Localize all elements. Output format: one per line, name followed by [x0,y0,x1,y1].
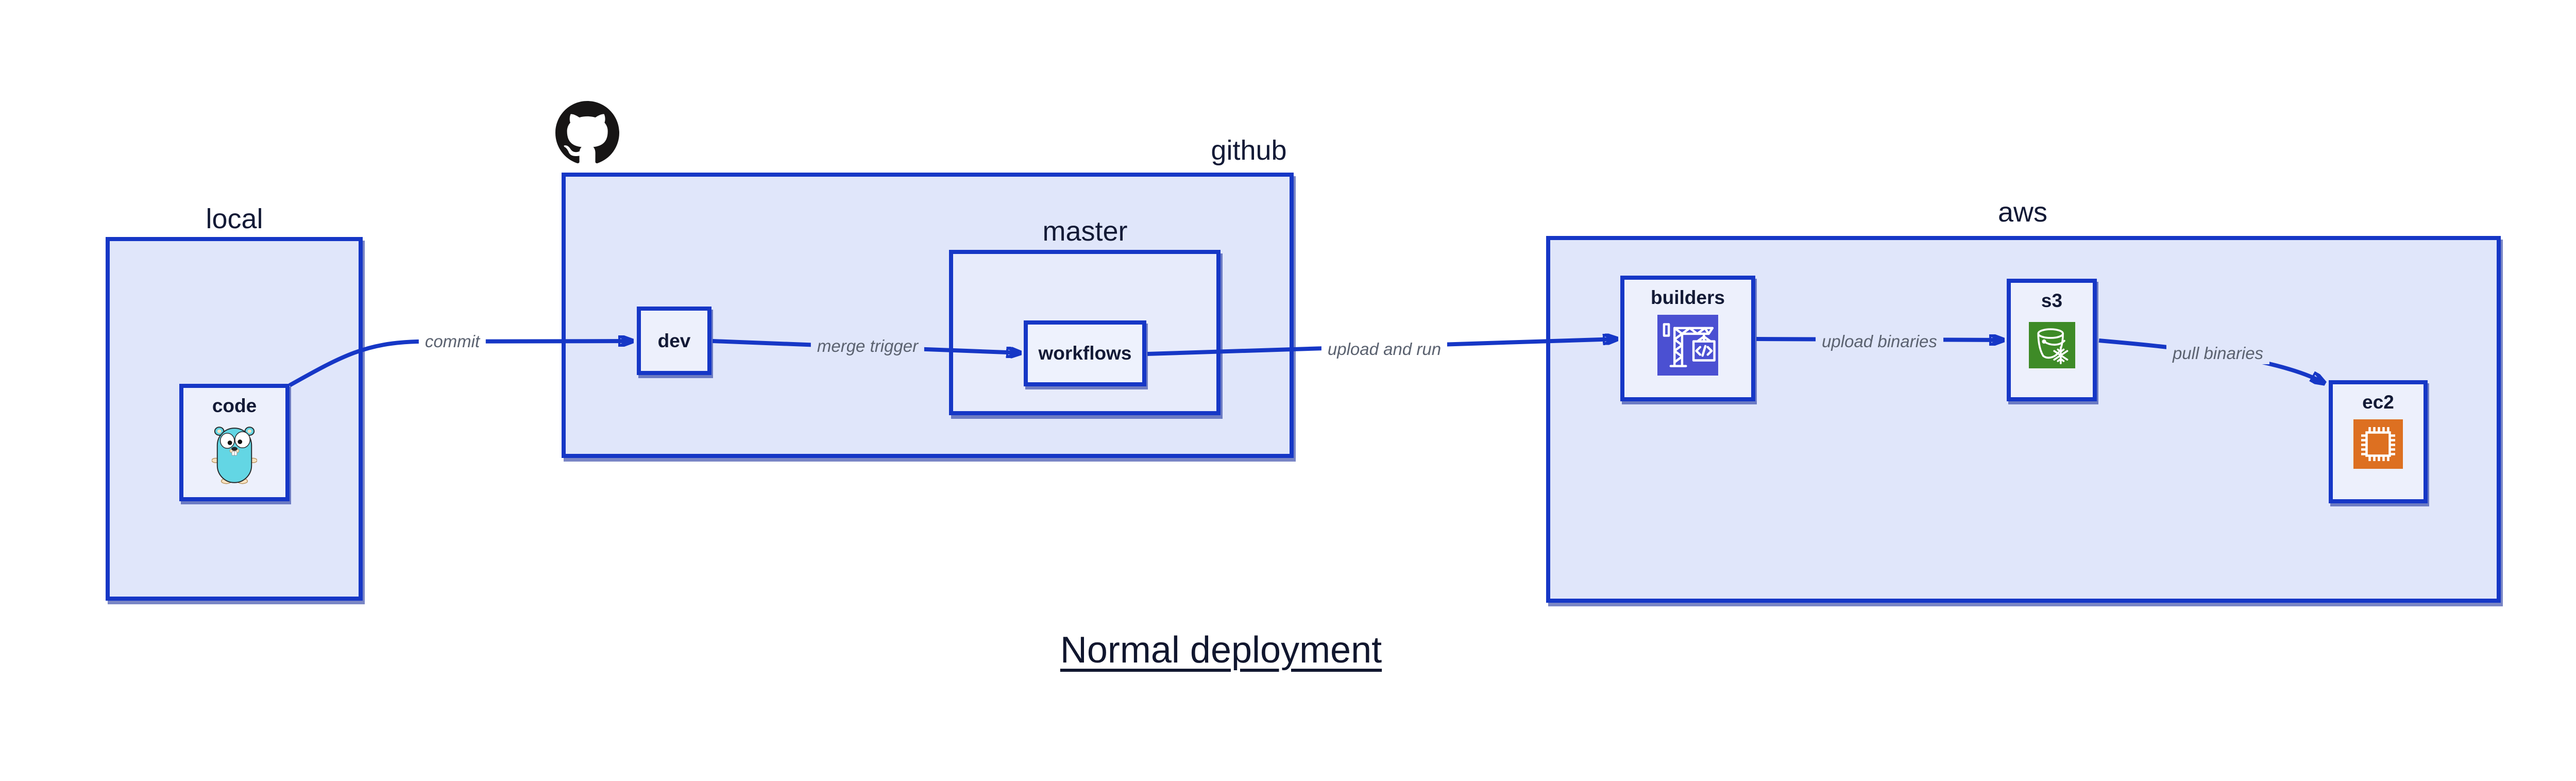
node-code-label: code [212,395,257,416]
edge-label-pull-binaries: pull binaries [2166,343,2270,364]
node-builders-label: builders [1651,287,1725,308]
node-builders: builders [1620,276,1755,401]
node-workflows-label: workflows [1038,343,1132,364]
node-ec2-label: ec2 [2362,392,2394,413]
node-ec2: ec2 [2329,380,2428,503]
node-code: code [179,384,290,501]
group-github-label: github [1211,135,1287,166]
group-aws-label: aws [1997,197,2048,228]
group-local-label: local [206,203,263,234]
edge-label-commit: commit [418,331,486,352]
codebuild-crane-icon [1657,315,1718,376]
s3-glacier-bucket-icon [2028,322,2075,368]
edge-label-upload-and-run: upload and run [1321,338,1448,360]
group-master-label: master [1042,216,1128,247]
diagram-title: Normal deployment [1060,630,1382,671]
node-workflows: workflows [1024,320,1146,386]
node-dev: dev [637,307,711,375]
ec2-chip-icon [2353,419,2403,469]
edge-label-merge-trigger: merge trigger [810,335,925,357]
github-logo-icon [555,101,619,163]
go-gopher-icon [212,427,257,484]
node-s3-label: s3 [2041,290,2063,311]
node-dev-label: dev [657,330,691,351]
node-s3: s3 [2007,279,2097,401]
edge-label-upload-binaries: upload binaries [1816,331,1943,352]
